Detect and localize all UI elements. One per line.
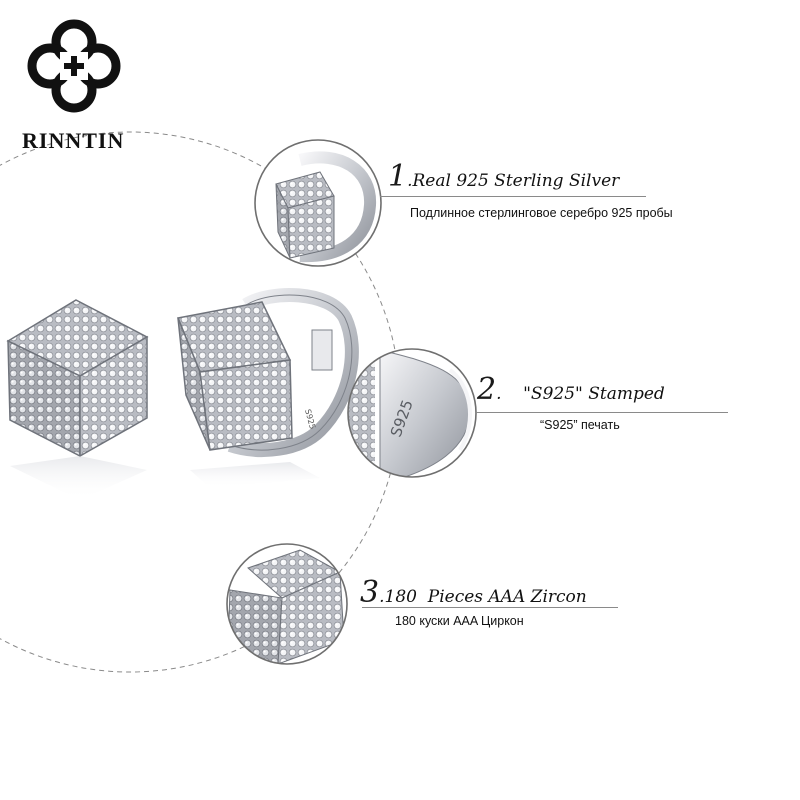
feature-2-underline: [476, 412, 728, 413]
feature-1-underline: [380, 196, 646, 197]
cube-earring-huggie: S925: [176, 288, 359, 488]
feature-3-underline: [362, 607, 618, 608]
feature-1-subtitle: Подлинное стерлинговое серебро 925 пробы: [410, 206, 673, 220]
feature-2: 2. "S925" Stamped: [477, 375, 665, 405]
svg-text:S925: S925: [303, 408, 317, 430]
brand-name: RINNTIN: [22, 128, 125, 153]
feature-1: 1.Real 925 Sterling Silver: [388, 162, 619, 192]
feature-3-title: .180 Pieces AAA Zircon: [379, 587, 587, 607]
cube-earring-front: [6, 299, 149, 500]
feature-3-number: 3: [360, 575, 380, 610]
feature-2-subtitle: “S925” печать: [540, 418, 620, 432]
feature-1-title: .Real 925 Sterling Silver: [407, 171, 620, 191]
detail-circle-silver: [255, 140, 381, 266]
feature-2-title: . "S925" Stamped: [496, 384, 665, 404]
feature-2-number: 2: [477, 372, 497, 407]
feature-3-subtitle: 180 куски AAA Циркон: [395, 614, 524, 628]
quatrefoil-knot-logo-icon: [27, 19, 121, 113]
detail-circle-zircon: [227, 544, 347, 664]
feature-3: 3.180 Pieces AAA Zircon: [360, 578, 587, 608]
detail-circle-stamp: S925: [348, 349, 476, 477]
feature-1-number: 1: [388, 159, 408, 194]
